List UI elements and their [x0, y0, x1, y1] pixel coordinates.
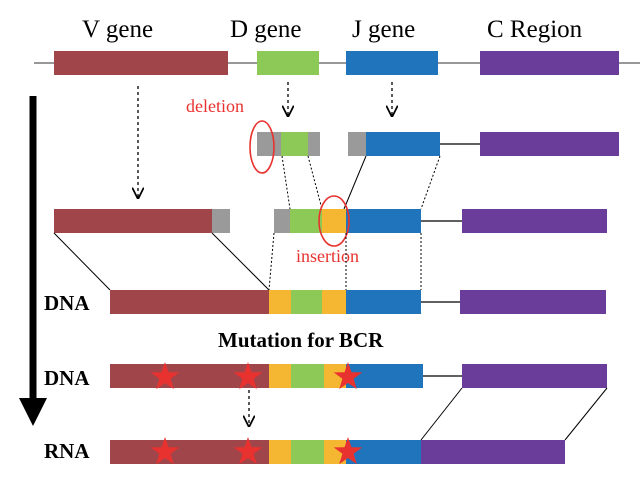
j-gene-label: J gene	[352, 16, 415, 43]
d-segment	[291, 290, 322, 314]
dj-joining-row	[249, 120, 619, 174]
germline-row	[34, 51, 640, 75]
deletion-label: deletion	[186, 96, 244, 116]
germline-d-segment	[257, 51, 319, 75]
j-segment	[346, 440, 421, 464]
germline-j-segment	[346, 51, 438, 75]
star-icon	[150, 437, 180, 465]
insertion-circle	[318, 195, 350, 247]
rearranged-dna-row	[110, 290, 606, 314]
j-segment	[366, 132, 440, 156]
insertion-label: insertion	[296, 246, 359, 266]
d-segment	[291, 364, 324, 388]
mutation-stars	[150, 362, 363, 465]
dj-gap	[274, 209, 290, 233]
star-icon	[333, 362, 363, 390]
n-insertion-1	[269, 440, 291, 464]
insertion-block	[322, 209, 346, 233]
star-icon	[233, 362, 263, 390]
germline-c-segment	[480, 51, 619, 75]
d-gene-label: D gene	[230, 16, 302, 43]
j-segment	[346, 290, 421, 314]
star-icon	[233, 437, 263, 465]
vdj-joining-row	[54, 195, 607, 247]
row2-row3-connectors	[281, 155, 441, 210]
d-segment-trimmed	[281, 132, 308, 156]
n-insertion-2	[322, 290, 346, 314]
splicing-connectors	[420, 387, 608, 441]
rna-label: RNA	[44, 439, 90, 463]
d-segment	[290, 209, 322, 233]
n-insertion-1	[269, 290, 291, 314]
c-segment	[421, 440, 565, 464]
d-gap-right	[308, 132, 320, 156]
d-gap-left	[257, 132, 281, 156]
deletion-circle	[249, 120, 275, 174]
n-insertion-1	[269, 364, 291, 388]
n-insertion-2	[324, 440, 346, 464]
c-segment	[462, 364, 607, 388]
dna-label-1: DNA	[44, 291, 90, 315]
germline-v-segment	[54, 51, 228, 75]
v-segment	[110, 290, 269, 314]
v-gap	[212, 209, 230, 233]
row3-row4-connectors	[53, 232, 422, 291]
j-segment	[346, 364, 423, 388]
mutated-dna-row	[110, 364, 607, 388]
j-gap-left	[348, 132, 366, 156]
dna-label-2: DNA	[44, 366, 90, 390]
c-region-label: C Region	[487, 16, 583, 43]
d-segment	[291, 440, 324, 464]
v-segment	[54, 209, 212, 233]
c-segment	[462, 209, 607, 233]
v-gene-label: V gene	[82, 16, 153, 43]
star-icon	[333, 437, 363, 465]
n-insertion-2	[324, 364, 346, 388]
star-icon	[150, 362, 180, 390]
j-segment	[346, 209, 421, 233]
c-segment	[480, 132, 619, 156]
mutation-title: Mutation for BCR	[218, 328, 384, 352]
c-segment	[460, 290, 606, 314]
rna-row	[110, 440, 565, 464]
